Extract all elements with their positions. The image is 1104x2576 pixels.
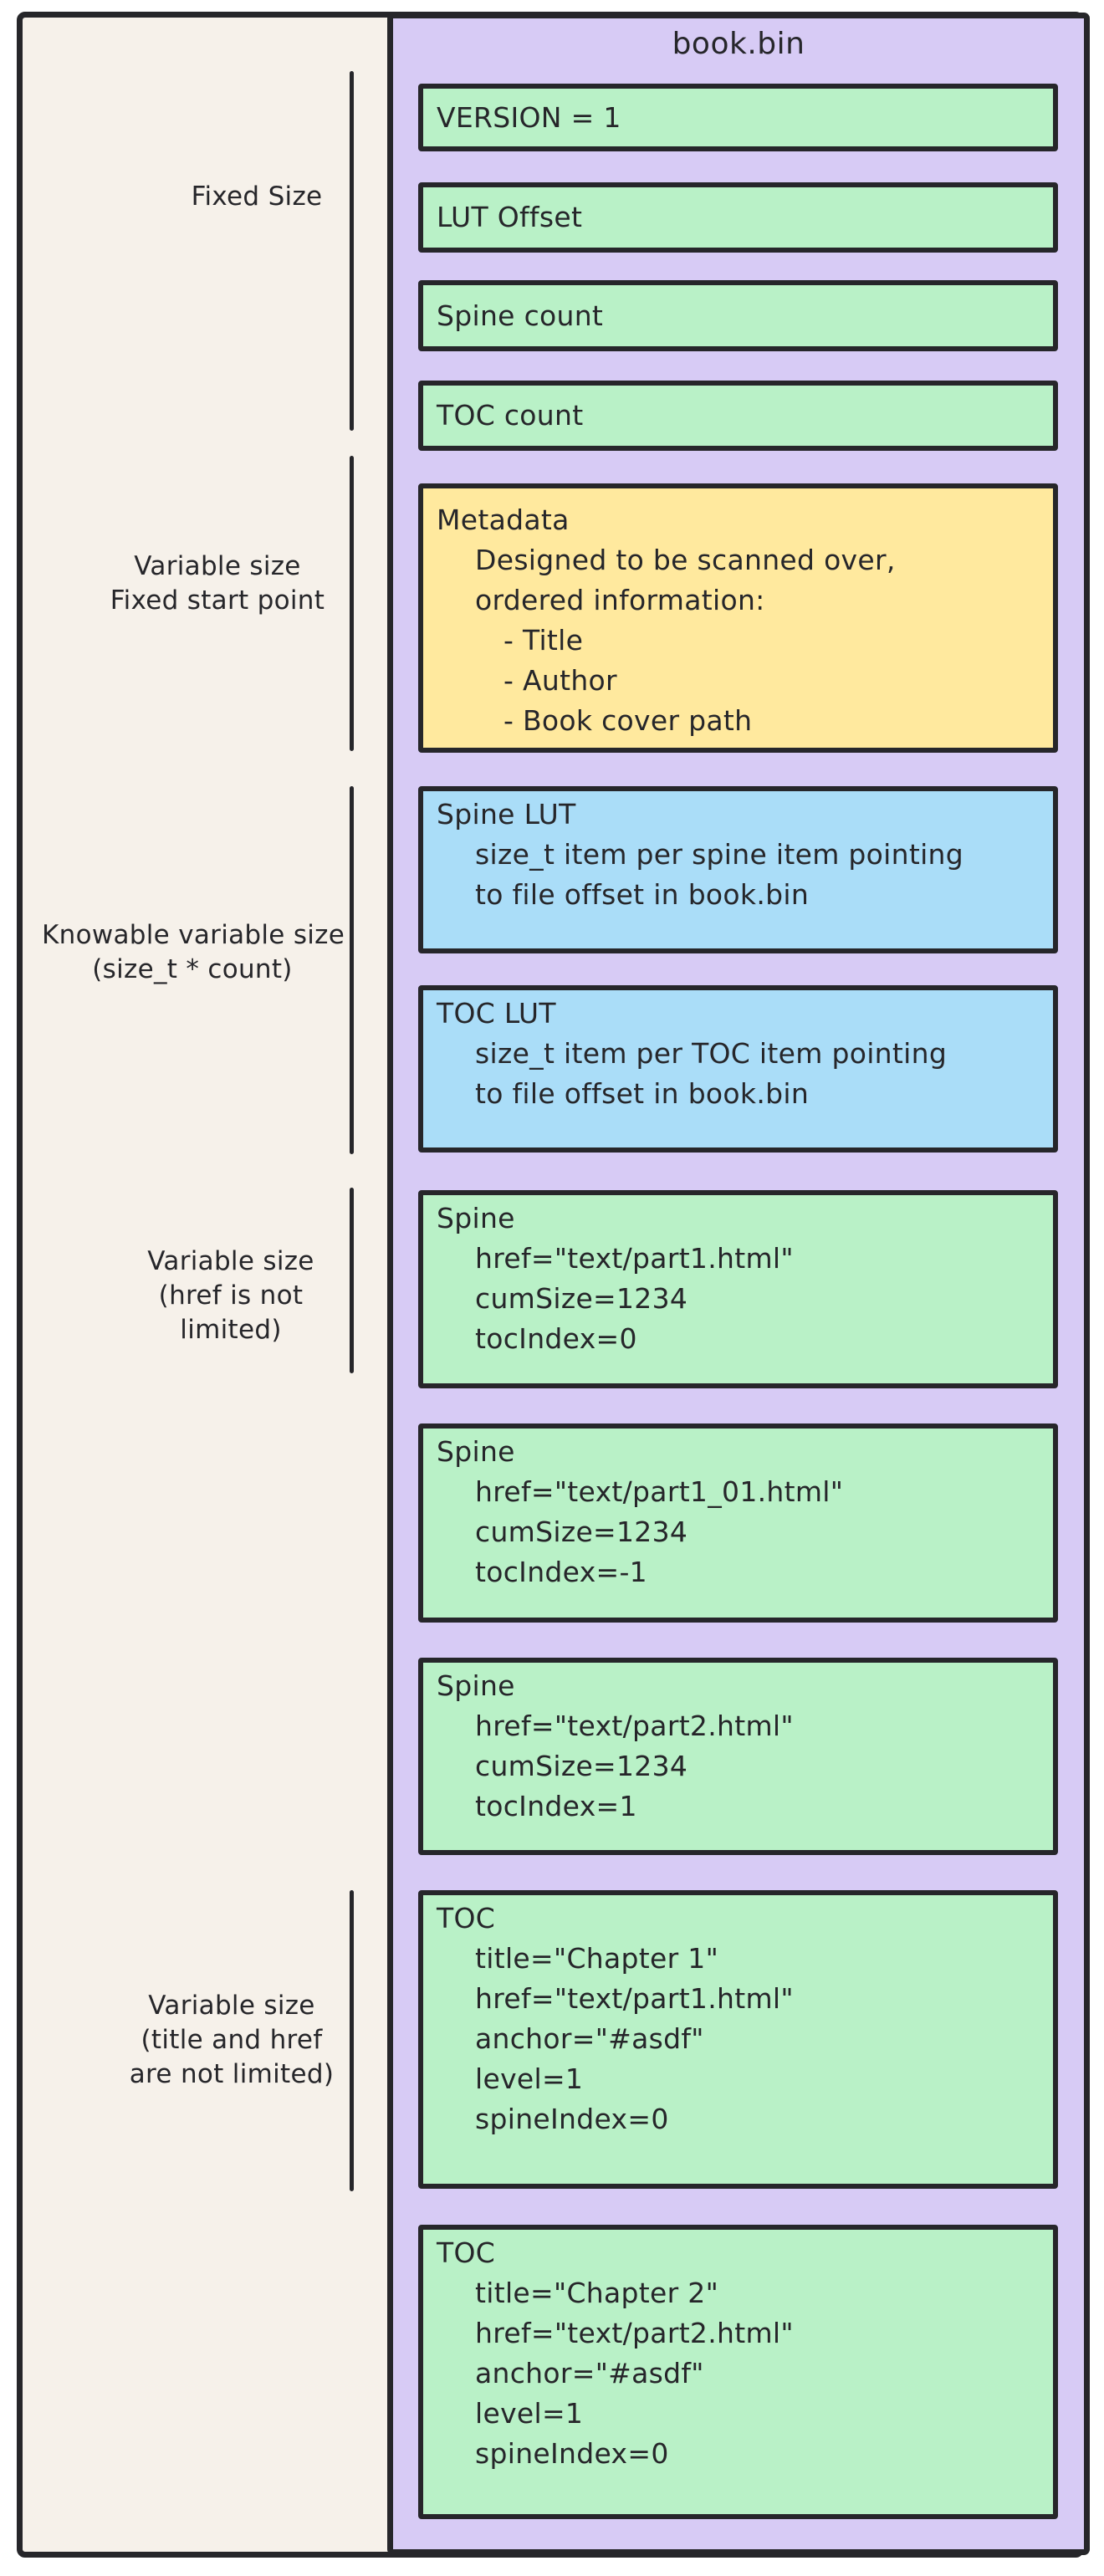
field-line: Spine	[437, 1202, 515, 1234]
label-line: (href is not	[158, 1280, 304, 1311]
label-line: Fixed Size	[191, 181, 323, 212]
label-line: (size_t * count)	[92, 954, 293, 984]
field-line: TOC LUT	[437, 997, 556, 1030]
field-line: title="Chapter 2"	[475, 2277, 719, 2309]
field-box-lut-offset: LUT Offset	[418, 182, 1058, 253]
label-line: Variable size	[147, 1246, 314, 1276]
field-line: to file offset in book.bin	[475, 878, 810, 911]
field-box-toc-count: TOC count	[418, 381, 1058, 451]
field-box-toc-lut: TOC LUT size_t item per TOC item pointin…	[418, 985, 1058, 1153]
field-line: Spine count	[437, 299, 604, 332]
label-line: Fixed start point	[110, 585, 325, 616]
field-line: title="Chapter 1"	[475, 1942, 719, 1975]
field-line: TOC count	[437, 399, 584, 432]
section-label-knowable-variable-size: Knowable variable size (size_t * count)	[42, 918, 345, 987]
field-line: Spine	[437, 1435, 515, 1468]
field-line: cumSize=1234	[475, 1515, 688, 1548]
field-line: tocIndex=0	[475, 1322, 637, 1355]
field-line: href="text/part2.html"	[475, 1710, 794, 1742]
section-label-fixed-size: Fixed Size	[106, 180, 407, 214]
field-line: to file offset in book.bin	[475, 1077, 810, 1110]
field-line: href="text/part2.html"	[475, 2317, 794, 2349]
field-line: spineIndex=0	[475, 2103, 669, 2135]
label-line: Variable size	[148, 1991, 315, 2021]
label-line: Knowable variable size	[42, 920, 345, 950]
bracket-knowable-variable-size	[350, 786, 354, 1154]
label-line: are not limited)	[129, 2059, 335, 2089]
field-line: size_t item per TOC item pointing	[475, 1037, 948, 1070]
field-line: - Author	[503, 664, 617, 697]
label-line: (title and href	[141, 2025, 323, 2055]
field-line: LUT Offset	[437, 201, 583, 233]
field-box-spine-lut: Spine LUT size_t item per spine item poi…	[418, 786, 1058, 953]
field-line: ordered information:	[475, 584, 765, 616]
bracket-variable-size-title-href	[350, 1890, 354, 2191]
field-line: href="text/part1_01.html"	[475, 1475, 844, 1508]
field-box-spine-3: Spine href="text/part2.html" cumSize=123…	[418, 1658, 1058, 1855]
field-line: tocIndex=1	[475, 1790, 637, 1822]
field-line: Spine LUT	[437, 798, 576, 831]
field-line: VERSION = 1	[437, 100, 621, 134]
field-line: cumSize=1234	[475, 1750, 688, 1782]
bracket-variable-size-fixed-start	[350, 456, 354, 751]
field-line: TOC	[437, 1902, 496, 1935]
field-line: anchor="#asdf"	[475, 2022, 704, 2055]
field-line: Designed to be scanned over,	[475, 544, 896, 576]
bracket-variable-size-href	[350, 1188, 354, 1373]
field-line: TOC	[437, 2236, 496, 2269]
field-line: - Book cover path	[503, 704, 753, 737]
field-line: cumSize=1234	[475, 1282, 688, 1315]
bracket-fixed-size	[350, 71, 354, 431]
field-box-toc-2: TOC title="Chapter 2" href="text/part2.h…	[418, 2225, 1058, 2519]
field-line: href="text/part1.html"	[475, 1982, 794, 2015]
field-line: Spine	[437, 1669, 515, 1702]
field-box-spine-count: Spine count	[418, 280, 1058, 351]
field-box-spine-1: Spine href="text/part1.html" cumSize=123…	[418, 1190, 1058, 1388]
field-line: spineIndex=0	[475, 2437, 669, 2470]
field-line: level=1	[475, 2397, 584, 2430]
section-label-variable-size-href: Variable size (href is not limited)	[80, 1245, 381, 1347]
field-line: size_t item per spine item pointing	[475, 838, 964, 871]
field-line: - Title	[503, 624, 584, 657]
field-line: level=1	[475, 2062, 584, 2095]
field-box-spine-2: Spine href="text/part1_01.html" cumSize=…	[418, 1423, 1058, 1623]
field-line: Metadata	[437, 503, 570, 536]
field-box-metadata: Metadata Designed to be scanned over, or…	[418, 483, 1058, 753]
section-label-variable-size-title-href: Variable size (title and href are not li…	[81, 1989, 382, 2092]
field-line: anchor="#asdf"	[475, 2357, 704, 2389]
field-box-toc-1: TOC title="Chapter 1" href="text/part1.h…	[418, 1890, 1058, 2189]
file-title: book.bin	[672, 27, 805, 61]
field-line: href="text/part1.html"	[475, 1242, 794, 1275]
label-line: limited)	[180, 1315, 282, 1345]
label-line: Variable size	[134, 551, 301, 581]
field-line: tocIndex=-1	[475, 1556, 647, 1588]
section-label-variable-size-fixed-start: Variable size Fixed start point	[67, 549, 368, 618]
field-box-version: VERSION = 1	[418, 84, 1058, 151]
